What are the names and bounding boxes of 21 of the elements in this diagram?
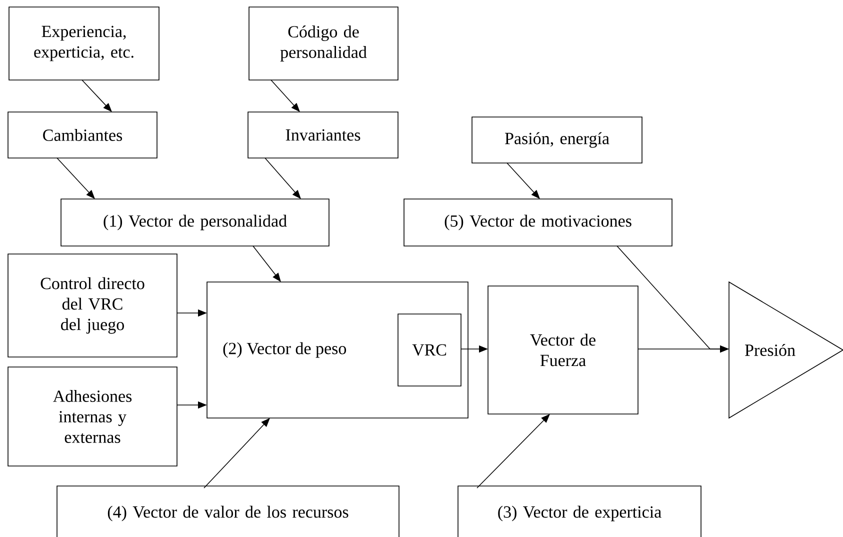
arrow <box>252 246 281 282</box>
box: VRC <box>398 314 462 386</box>
arrow <box>506 162 540 199</box>
arrow <box>56 158 95 199</box>
box: Cambiantes <box>8 112 158 158</box>
box: Pasión, energía <box>472 116 642 164</box>
box: (1) Vector de personalidad <box>60 198 330 246</box>
box: Control directo del VRC del juego <box>8 254 178 358</box>
box: (5) Vector de motivaciones <box>404 198 672 246</box>
box: Código de personalidad <box>248 6 398 80</box>
box: Invariantes <box>248 112 398 158</box>
arrow <box>82 80 112 112</box>
box: Experiencia, experticia, etc. <box>8 6 160 80</box>
box: (3) Vector de experticia <box>458 486 702 537</box>
arrow <box>270 80 300 112</box>
box: Adhesiones internas y externas <box>8 366 178 466</box>
arrow <box>204 418 270 488</box>
arrow <box>264 158 301 199</box>
box: (4) Vector de valor de los recursos <box>56 486 400 537</box>
arrow <box>476 414 550 488</box>
box: Vector de Fuerza <box>488 286 638 414</box>
